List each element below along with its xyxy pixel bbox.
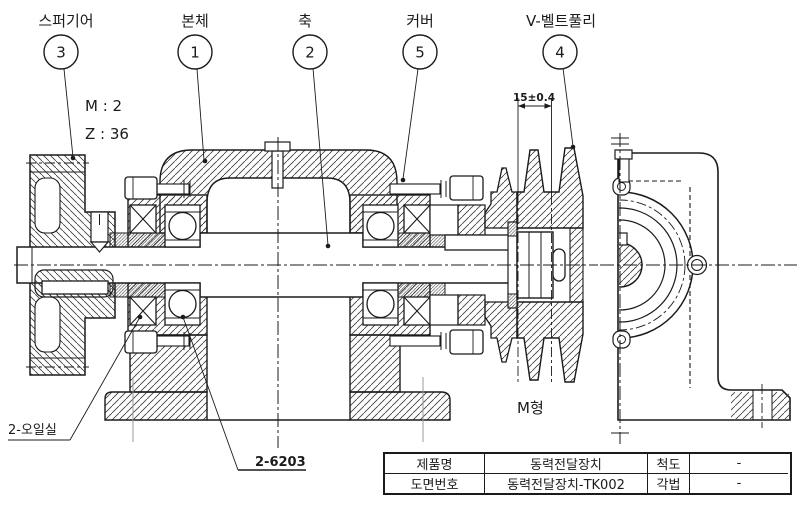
centerlines — [14, 137, 598, 448]
balloon-spur-gear: 3 — [43, 34, 79, 70]
bolt — [389, 175, 484, 201]
gear-module-spec: M : 2 — [85, 97, 122, 115]
balloon-number: 5 — [415, 44, 425, 62]
oil-seal — [129, 204, 157, 234]
balloon-leaders — [63, 67, 576, 249]
bearing-note-text: 2-6203 — [255, 455, 306, 470]
title-block-label: 각법 — [648, 473, 690, 493]
side-view-centerlines — [600, 133, 797, 444]
title-block-value: 동력전달장치 — [485, 454, 648, 474]
balloon-number: 2 — [305, 44, 315, 62]
title-block-label: 제품명 — [385, 454, 485, 474]
main-section-view — [14, 137, 598, 448]
label-shaft: 축 — [298, 12, 312, 30]
ball-bearings — [164, 204, 399, 326]
hidden-lines — [620, 180, 691, 388]
bolt — [124, 330, 191, 354]
base-bolt-section — [731, 384, 789, 428]
title-block-value: 동력전달장치-TK002 — [485, 473, 648, 493]
label-v-belt-pulley: V-벨트풀리 — [526, 12, 596, 30]
ball-bearing — [362, 282, 399, 326]
dimension-text: 15±0.4 — [513, 92, 555, 104]
ball-bearing — [164, 282, 201, 326]
balloon-number: 1 — [190, 44, 200, 62]
title-block-value: - — [736, 475, 742, 491]
title-block: 제품명 동력전달장치 척도 - 도면번호 동력전달장치-TK002 각법 - — [383, 452, 792, 495]
balloon-pulley: 4 — [542, 34, 578, 70]
oil-seal — [129, 296, 157, 326]
gear-teeth-spec: Z : 36 — [85, 125, 129, 143]
side-view — [600, 133, 797, 444]
cover-screw-holes — [612, 177, 708, 349]
oil-seals — [129, 204, 431, 326]
set-screw — [89, 211, 110, 253]
title-block-value: - — [690, 454, 788, 474]
title-block-label: 도면번호 — [385, 473, 485, 493]
oil-seal — [403, 296, 431, 326]
oil-seal — [403, 204, 431, 234]
bolt — [389, 329, 484, 355]
ball-bearing — [164, 204, 201, 248]
ball-bearing — [362, 204, 399, 248]
dimension-groove-pitch: 15±0.4 — [513, 92, 555, 195]
balloon-body: 1 — [177, 34, 213, 70]
cover-bolts — [124, 175, 484, 355]
annotations: 3 1 2 5 4 스퍼기어 본체 축 커버 V-벨트풀리 M : 2 Z : … — [8, 12, 596, 471]
oil-seal-note: 2-오일실 — [8, 314, 143, 441]
label-cover: 커버 — [406, 12, 434, 30]
bolt — [124, 176, 191, 200]
title-block-label: 척도 — [648, 454, 690, 474]
gear-hub-key — [34, 269, 114, 298]
balloon-cover: 5 — [402, 34, 438, 70]
bearing-note: 2-6203 — [180, 314, 306, 471]
grease-plug-side — [614, 149, 633, 183]
shaft-sleeves — [109, 232, 446, 298]
label-body: 본체 — [181, 12, 209, 30]
balloon-number: 3 — [56, 44, 66, 62]
balloon-shaft: 2 — [292, 34, 328, 70]
label-spur-gear: 스퍼기어 — [38, 12, 93, 30]
oil-seal-note-text: 2-오일실 — [8, 423, 57, 438]
balloon-number: 4 — [555, 44, 565, 62]
side-view-outline — [617, 152, 791, 421]
pulley-type-note: M형 — [517, 399, 544, 417]
